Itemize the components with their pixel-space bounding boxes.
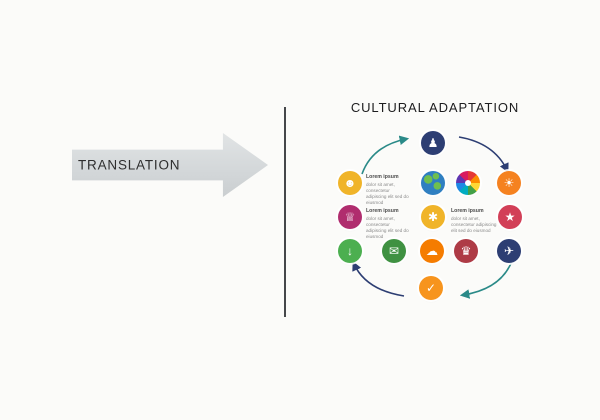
arc-top-right-arrow xyxy=(458,136,509,173)
caption-3-title: Lorem ipsum xyxy=(451,208,484,214)
caption-1-body: dolor sit amet, consectetur adipiscing e… xyxy=(366,181,409,205)
check-icon: ✓ xyxy=(419,276,443,300)
caption-2: Lorem ipsum dolor sit amet, consectetur … xyxy=(366,208,410,240)
trophy-icon: ♛ xyxy=(454,239,478,263)
download-icon: ↓ xyxy=(338,239,362,263)
heritage-icon: ♕ xyxy=(338,205,362,229)
arc-top-left-arrow xyxy=(361,135,410,175)
sun-icon: ☀ xyxy=(497,171,521,195)
luggage-icon: ✈ xyxy=(497,239,521,263)
diagram-title: CULTURAL ADAPTATION xyxy=(350,100,520,115)
caption-2-title: Lorem ipsum xyxy=(366,208,399,214)
divider-line xyxy=(284,107,286,317)
mind-icon: ☻ xyxy=(338,171,362,195)
caption-3: Lorem ipsum dolor sit amet, consectetur … xyxy=(451,208,497,234)
color-wheel-icon xyxy=(456,171,480,195)
caption-1-title: Lorem ipsum xyxy=(366,174,399,180)
caption-3-body: dolor sit amet, consectetur adipiscing e… xyxy=(451,215,497,233)
translation-label: TRANSLATION xyxy=(78,157,181,173)
mail-icon: ✉ xyxy=(382,239,406,263)
caption-2-body: dolor sit amet, consectetur adipiscing e… xyxy=(366,215,409,239)
caption-1: Lorem ipsum dolor sit amet, consectetur … xyxy=(366,174,410,206)
globe-icon xyxy=(421,171,445,195)
thought-icon: ☁ xyxy=(420,239,444,263)
arc-bottom-right-arrow xyxy=(459,260,513,299)
settings-icon: ✱ xyxy=(421,205,445,229)
arc-bottom-left-arrow xyxy=(352,261,405,297)
team-icon: ♟ xyxy=(421,131,445,155)
achievement-icon: ★ xyxy=(498,205,522,229)
